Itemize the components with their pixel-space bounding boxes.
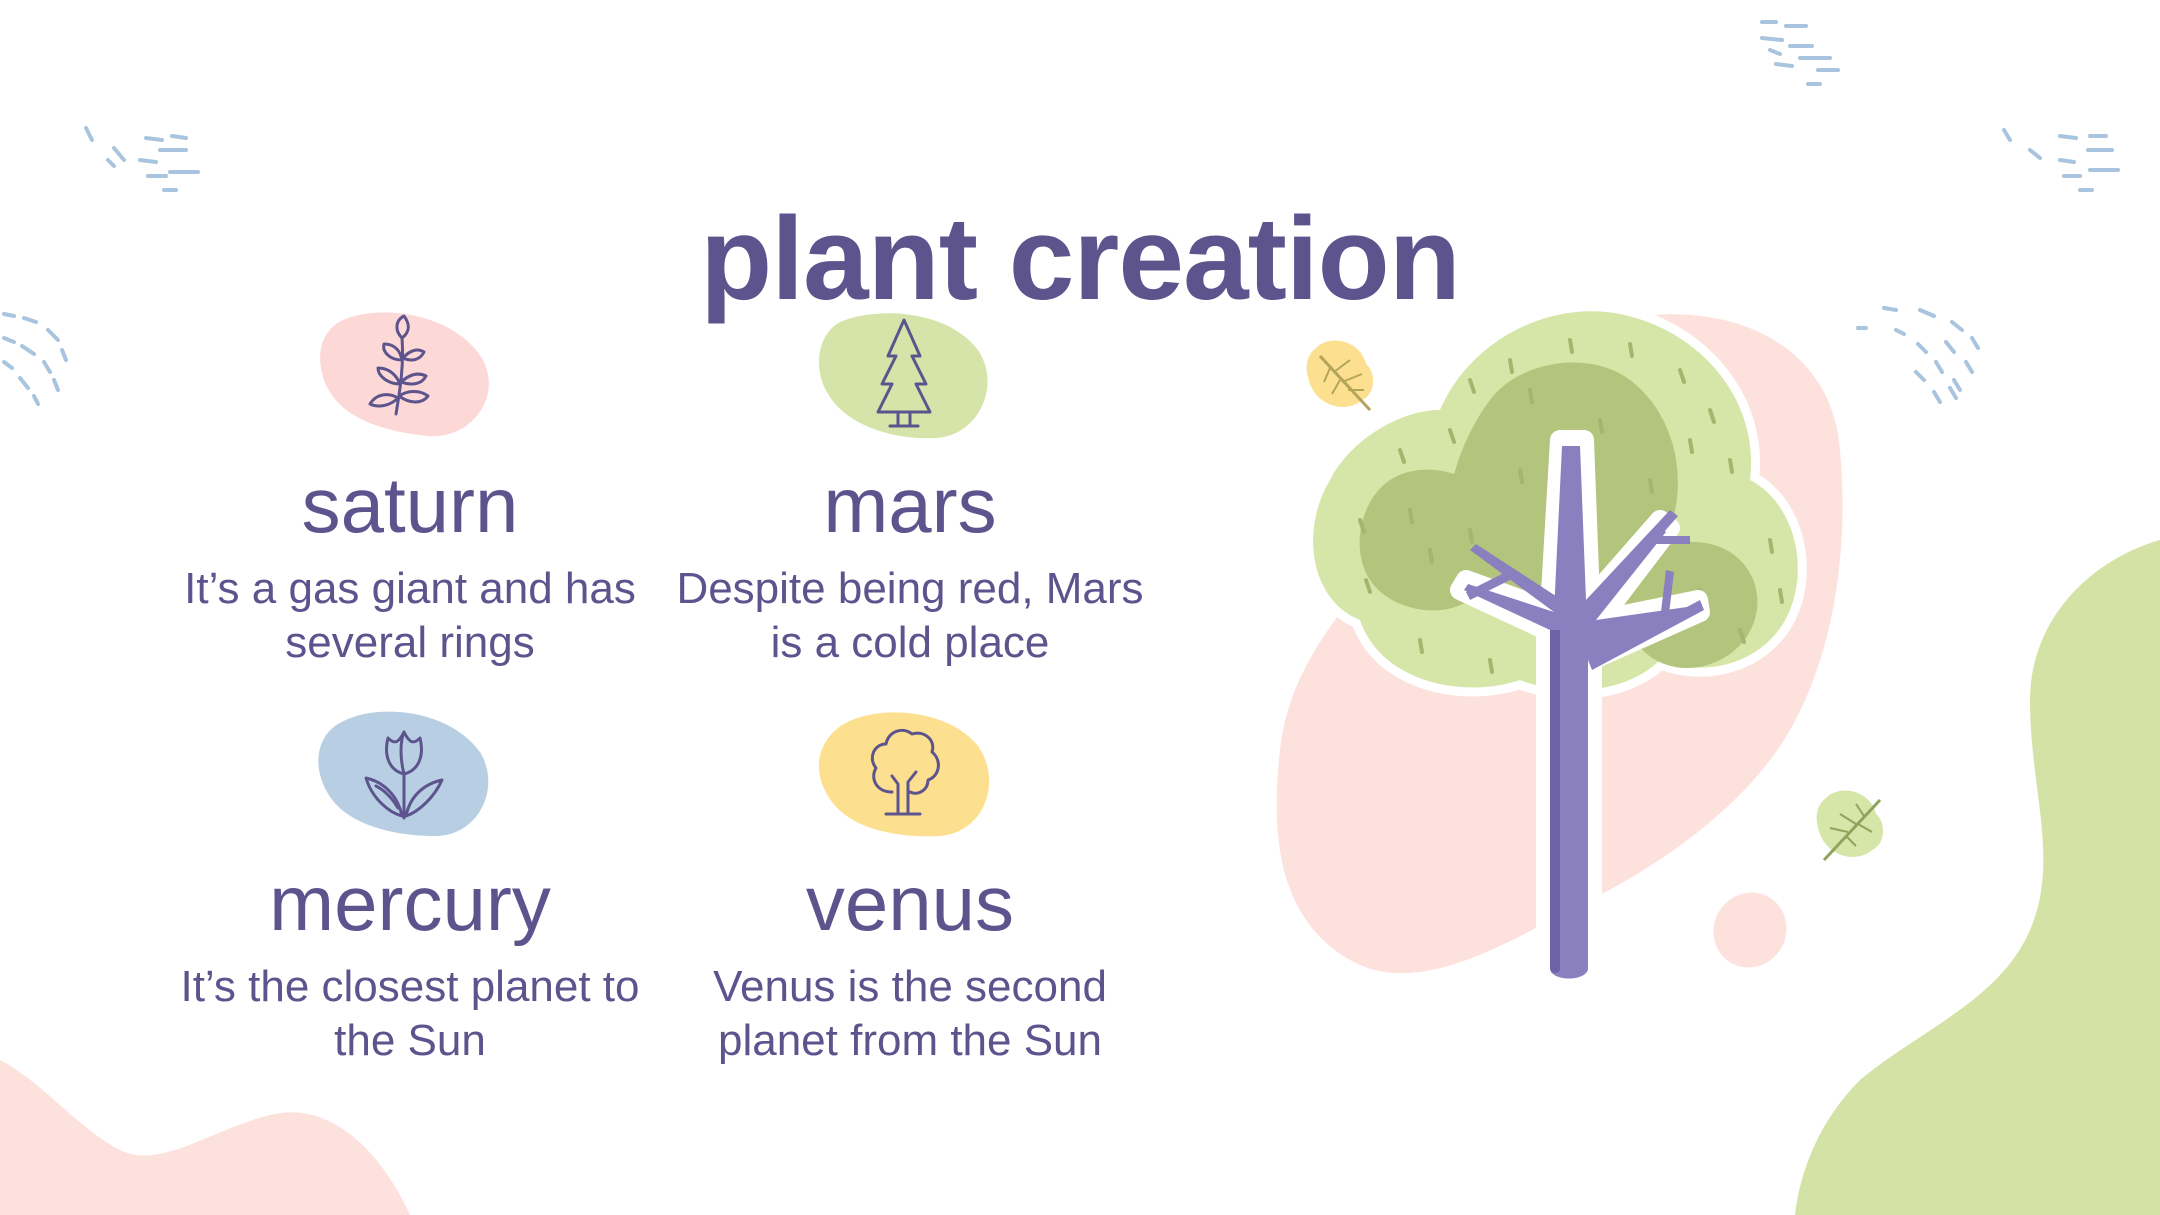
green-leaf-sticker	[1804, 779, 1896, 871]
pine-tree-icon	[876, 318, 932, 428]
pink-corner-wave	[0, 1060, 410, 1215]
branch-right-lower	[1588, 600, 1704, 670]
item-title: mars	[823, 461, 997, 549]
yellow-blob	[818, 712, 990, 837]
item-description: It’s the closest planet to the Sun	[180, 962, 640, 1065]
item-title: saturn	[301, 461, 519, 549]
item-title: venus	[805, 859, 1015, 947]
dash-cluster-mid-left	[2, 312, 68, 406]
green-blob	[818, 313, 988, 439]
tulip-icon	[364, 730, 444, 820]
yellow-leaf-sticker	[1294, 329, 1386, 421]
dash-cluster-mid-right	[1856, 306, 1980, 404]
item-description: It’s a gas giant and has several rings	[184, 564, 636, 667]
trunk	[1464, 446, 1696, 979]
pink-blob	[320, 312, 489, 437]
page-title: plant creation	[700, 193, 1461, 326]
item-description: Despite being red, Mars is a cold place	[676, 564, 1144, 667]
blob-shape	[320, 312, 489, 437]
blob-shape	[818, 712, 990, 837]
round-tree-icon	[870, 728, 940, 816]
tree-illustration	[1276, 302, 1896, 995]
dash-cluster-top-right-1	[1760, 20, 1840, 86]
dash-cluster-top-right-2	[2002, 128, 2120, 192]
branch-twig-3	[1466, 572, 1510, 600]
leafy-branch-icon	[368, 314, 430, 416]
branch-left	[1470, 544, 1562, 612]
branch-twig-2	[1660, 570, 1674, 622]
branch-twig	[1646, 536, 1690, 544]
item-description: Venus is the second planet from the Sun	[713, 962, 1107, 1065]
dash-cluster-top-left	[84, 126, 200, 192]
green-corner-blob	[1795, 540, 2160, 1215]
pink-small-dot	[1713, 892, 1787, 968]
item-title: mercury	[269, 859, 551, 947]
blob-shape	[818, 313, 988, 439]
trunk-shadow	[1550, 630, 1560, 974]
blue-blob	[318, 711, 489, 836]
branch-right-upper	[1586, 510, 1678, 612]
